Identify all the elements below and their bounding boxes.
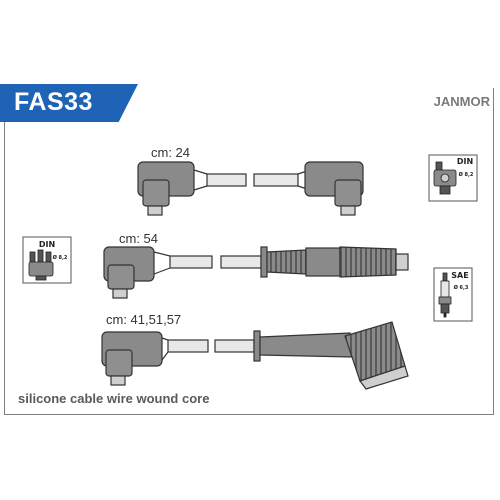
din-distributor-icon-left: DIN Ø 8,2	[22, 236, 72, 284]
sae-spark-plug-icon: SAE Ø 6,3	[433, 267, 473, 322]
din-right-size: Ø 8,2	[459, 171, 474, 178]
sae-standard: SAE	[451, 271, 468, 280]
cable-1	[137, 161, 364, 216]
din-right-standard: DIN	[457, 157, 473, 166]
cable-2-straight-boot	[260, 246, 409, 278]
cable-1-right-boot	[297, 161, 364, 216]
product-code: FAS33	[14, 88, 93, 116]
cable-3	[101, 321, 409, 390]
din-left-standard: DIN	[39, 240, 55, 249]
cable-2	[103, 246, 409, 299]
cable-1-left-boot	[137, 161, 208, 216]
din-distributor-icon-right: DIN Ø 8,2	[428, 154, 478, 202]
cable-3-length: cm: 41,51,57	[106, 312, 182, 327]
cable-description: silicone cable wire wound core	[18, 391, 210, 406]
distributor-cap-icon	[28, 249, 54, 281]
cable-3-angled-boot	[253, 321, 409, 390]
brand-name: JANMOR	[433, 94, 490, 109]
product-code-badge: FAS33	[0, 84, 138, 122]
din-left-size: Ø 8,2	[53, 254, 68, 261]
cable-3-wire	[167, 339, 255, 353]
cable-2-length: cm: 54	[119, 231, 159, 246]
coil-icon	[433, 161, 457, 195]
content-frame	[4, 88, 494, 415]
sae-size: Ø 6,3	[454, 284, 469, 291]
cable-3-left-boot	[101, 331, 169, 386]
cable-1-length: cm: 24	[151, 145, 191, 160]
spark-plug-icon	[438, 272, 452, 318]
cable-1-wire	[206, 173, 299, 187]
cable-2-left-boot	[103, 246, 171, 299]
cable-2-wire	[169, 255, 262, 269]
